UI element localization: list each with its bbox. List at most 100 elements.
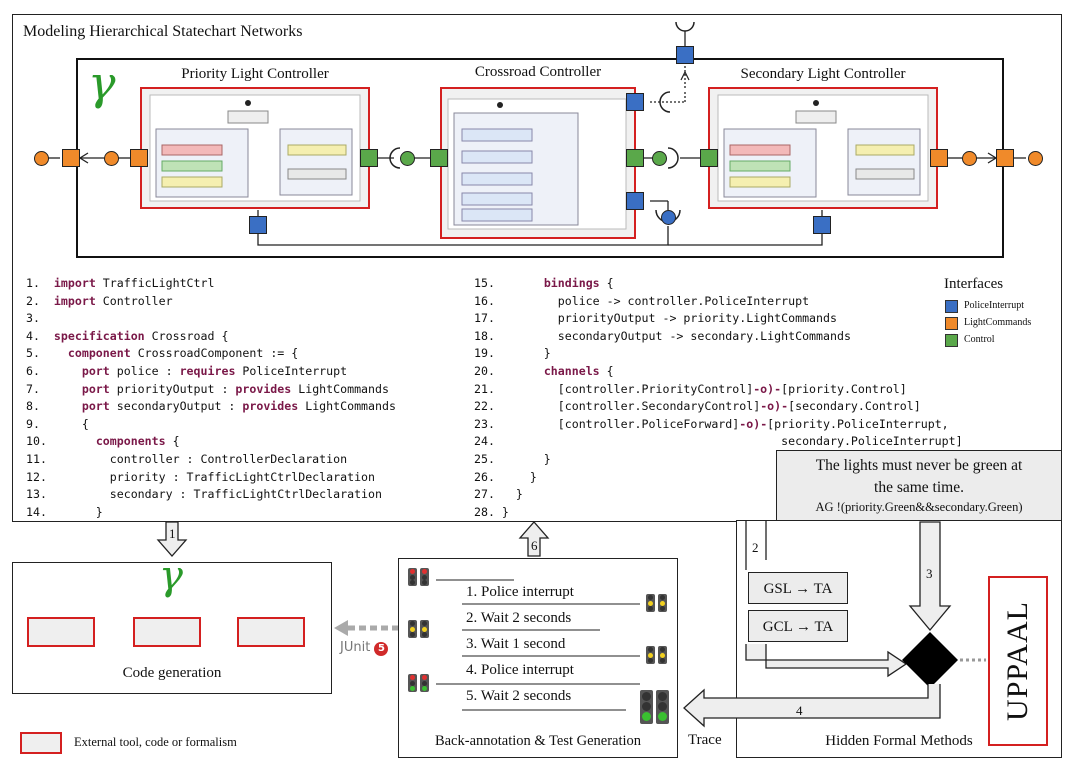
arrow-4-label: 4 — [796, 703, 803, 718]
traffic-light-icon — [646, 594, 655, 612]
traffic-light-icon — [656, 690, 669, 724]
code-text: [controller.PriorityControl] — [501, 381, 754, 396]
code-text: priorityOutput : — [109, 381, 236, 396]
generated-code-box-3 — [237, 617, 305, 647]
code-line: 5. component CrossroadComponent := { — [26, 345, 396, 363]
junit-label: JUnit 5 — [340, 640, 389, 656]
traffic-light-icon — [408, 674, 417, 692]
code-line: 23. [controller.PoliceForward]-o)-[prior… — [474, 416, 963, 434]
traffic-light-icon — [646, 646, 655, 664]
traffic-light-icon — [658, 646, 667, 664]
code-text: secondary : TrafficLightCtrlDeclaration — [53, 487, 382, 502]
line-number: 21. — [474, 381, 502, 396]
code-line: 27. } — [474, 486, 963, 504]
code-keyword: components — [95, 434, 166, 449]
code-text: secondary.PoliceInterrupt] — [501, 434, 963, 449]
test-step-3: 3. Wait 1 second — [466, 636, 566, 652]
code-listing-right: 15. bindings {16. police -> controller.P… — [474, 275, 963, 521]
line-number: 16. — [474, 293, 502, 308]
line-number: 28. — [474, 504, 502, 519]
line-number: 15. — [474, 276, 502, 290]
code-keyword: specification — [53, 328, 145, 343]
code-text: LightCommands — [298, 399, 396, 414]
control-label: Control — [964, 334, 995, 345]
code-text: police -> controller.PoliceInterrupt — [501, 293, 810, 308]
priority-control-circle — [400, 151, 415, 166]
code-line: 18. secondaryOutput -> secondary.LightCo… — [474, 328, 963, 346]
secondary-light-circle — [962, 151, 977, 166]
legend-text: External tool, code or formalism — [74, 735, 237, 749]
code-keyword: -o)- — [760, 399, 789, 414]
uppaal-box: UPPAAL — [988, 576, 1048, 746]
priority-statechart-diagram — [149, 94, 361, 202]
code-line: 6. port police : requires PoliceInterrup… — [26, 363, 396, 381]
secondary-output-port — [996, 149, 1014, 167]
code-text: } — [501, 451, 551, 466]
code-line: 21. [controller.PriorityControl]-o)-[pri… — [474, 381, 963, 399]
light-commands-label: LightCommands — [964, 317, 1032, 328]
line-number: 25. — [474, 451, 502, 466]
line-number: 13. — [26, 487, 54, 502]
code-keyword: import — [53, 293, 96, 308]
code-text: } — [501, 504, 509, 519]
gamma-logo: γ — [88, 56, 116, 110]
code-text: } — [501, 346, 551, 361]
code-line: 13. secondary : TrafficLightCtrlDeclarat… — [26, 486, 396, 504]
code-line: 24. secondary.PoliceInterrupt] — [474, 433, 963, 451]
code-keyword: component — [67, 346, 131, 361]
line-number: 6. — [26, 363, 54, 378]
priority-light-port — [130, 149, 148, 167]
traffic-light-icon — [408, 620, 417, 638]
code-line: 25. } — [474, 451, 963, 469]
line-number: 7. — [26, 381, 54, 396]
code-line: 8. port secondaryOutput : provides Light… — [26, 398, 396, 416]
test-step-1: 1. Police interrupt — [466, 584, 574, 600]
code-keyword: -o)- — [739, 416, 768, 431]
priority-police-port — [249, 216, 267, 234]
code-text: priorityOutput -> priority.LightCommands — [501, 311, 837, 326]
gsl-to-ta-box: GSL → TA — [748, 572, 848, 604]
code-text: Crossroad { — [144, 328, 229, 343]
code-keyword: provides — [235, 381, 292, 396]
code-text: PoliceInterrupt — [235, 363, 348, 378]
police-interrupt-label: PoliceInterrupt — [964, 300, 1024, 311]
code-line: 19. } — [474, 345, 963, 363]
code-line: 3. — [26, 310, 396, 328]
code-text: } — [53, 504, 103, 519]
secondary-statechart — [708, 87, 938, 209]
property-box: The lights must never be green at the sa… — [776, 450, 1062, 522]
code-line: 16. police -> controller.PoliceInterrupt — [474, 293, 963, 311]
code-line: 20. channels { — [474, 363, 963, 381]
traffic-light-icon — [658, 594, 667, 612]
code-text: [priority.PoliceInterrupt, — [767, 416, 949, 431]
arrow-6-label: 6 — [531, 538, 538, 553]
main-panel-title: Modeling Hierarchical Statechart Network… — [23, 23, 303, 40]
line-number: 10. — [26, 434, 54, 449]
code-keyword: port — [81, 381, 110, 396]
legend-swatch — [20, 732, 62, 754]
code-line: 17. priorityOutput -> priority.LightComm… — [474, 310, 963, 328]
code-line: 28. } — [474, 504, 963, 522]
property-formula: AG !(priority.Green&&secondary.Green) — [815, 500, 1023, 514]
code-keyword: requires — [179, 363, 236, 378]
code-line: 14. } — [26, 504, 396, 522]
line-number: 1. — [26, 276, 54, 290]
code-text: CrossroadComponent := { — [130, 346, 299, 361]
control-swatch — [945, 334, 958, 347]
code-generation-label: Code generation — [122, 665, 222, 681]
secondary-control-port — [700, 149, 718, 167]
code-line: 4. specification Crossroad { — [26, 328, 396, 346]
traffic-light-icon — [640, 690, 653, 724]
line-number: 12. — [26, 469, 54, 484]
line-number: 20. — [474, 363, 502, 378]
code-text: TrafficLightCtrl — [95, 276, 215, 290]
code-text: { — [599, 363, 614, 378]
code-keyword: port — [81, 363, 110, 378]
property-text: The lights must never be green at the sa… — [815, 457, 1023, 496]
line-number: 5. — [26, 346, 54, 361]
code-text: { — [165, 434, 180, 449]
test-step-2: 2. Wait 2 seconds — [466, 610, 572, 626]
code-text: priority : TrafficLightCtrlDeclaration — [53, 469, 376, 484]
priority-output-port — [62, 149, 80, 167]
